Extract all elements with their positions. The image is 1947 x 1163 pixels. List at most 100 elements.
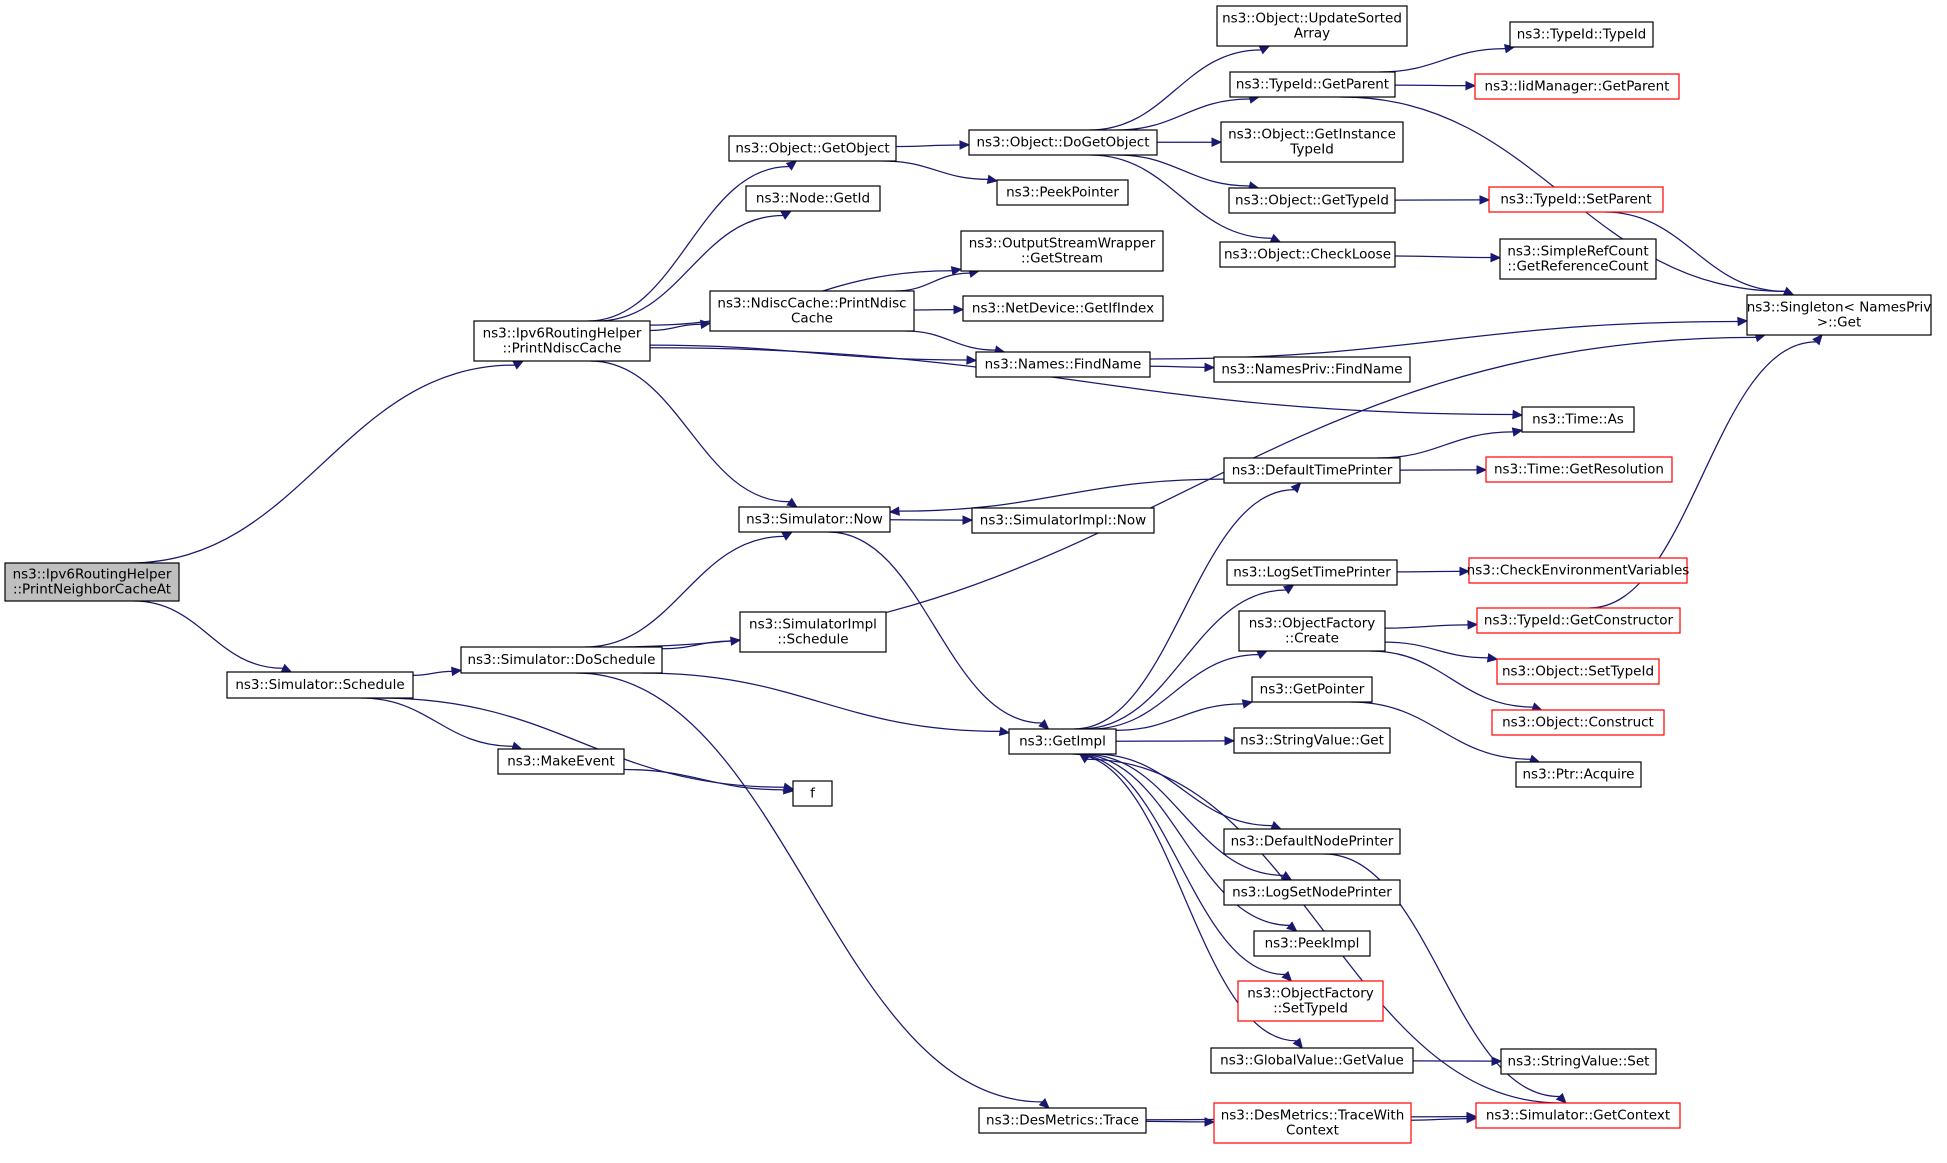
node-printNdisc[interactable]: ns3::Ipv6RoutingHelper::PrintNdiscCache	[473, 320, 651, 362]
node-simImplSchedule[interactable]: ns3::SimulatorImpl::Schedule	[739, 611, 887, 653]
node-defNodePrinter[interactable]: ns3::DefaultNodePrinter	[1223, 828, 1401, 855]
node-timeAs[interactable]: ns3::Time::As	[1521, 406, 1635, 433]
node-label: ns3::Node::GetId	[756, 191, 870, 207]
node-makeEvent[interactable]: ns3::MakeEvent	[497, 748, 625, 775]
edge-simNow-to-simImplNow	[889, 515, 974, 525]
node-box	[728, 135, 897, 162]
edge-line	[883, 160, 989, 181]
node-box	[1475, 1102, 1681, 1129]
node-box	[1223, 457, 1401, 484]
node-label: ns3::StringValue::Get	[1240, 733, 1384, 749]
node-f[interactable]: f	[792, 780, 833, 807]
node-singletonGet[interactable]: ns3::Singleton< NamesPriv >::Get	[1746, 294, 1932, 336]
node-namesPrivFind[interactable]: ns3::NamesPriv::FindName	[1213, 356, 1411, 383]
node-label: ::SetTypeId	[1273, 1001, 1348, 1017]
node-typeIdTypeId[interactable]: ns3::TypeId::TypeId	[1509, 21, 1654, 48]
edge-objFactoryCreate-to-objSetTypeId	[1384, 641, 1499, 663]
node-objSetTypeId[interactable]: ns3::Object::SetTypeId	[1496, 658, 1660, 685]
node-ndiscPrint[interactable]: ns3::NdiscCache::PrintNdiscCache	[709, 290, 915, 332]
node-label: >::Get	[1817, 315, 1861, 331]
arrowhead-icon	[1280, 871, 1293, 881]
arrowhead-icon	[1038, 719, 1050, 730]
node-simImplNow[interactable]: ns3::SimulatorImpl::Now	[971, 507, 1155, 534]
node-objConstruct[interactable]: ns3::Object::Construct	[1491, 709, 1665, 736]
node-doGetObject[interactable]: ns3::Object::DoGetObject	[968, 129, 1158, 156]
edge-line	[588, 165, 790, 322]
edge-typeIdGetParent-to-typeIdTypeId	[1379, 44, 1516, 73]
arrowhead-icon	[986, 174, 999, 185]
edge-objFactoryCreate-to-typeIdGetCtor	[1384, 620, 1479, 630]
node-typeIdSetParent[interactable]: ns3::TypeId::SetParent	[1488, 186, 1664, 213]
node-peekPointer[interactable]: ns3::PeekPointer	[996, 179, 1129, 206]
edge-doSchedule-to-singletonGet	[609, 332, 1767, 648]
node-defTimePrinter[interactable]: ns3::DefaultTimePrinter	[1223, 457, 1401, 484]
node-simGetContext[interactable]: ns3::Simulator::GetContext	[1475, 1102, 1681, 1129]
node-iidGetParent[interactable]: ns3::IidManager::GetParent	[1474, 73, 1680, 100]
edge-printNdisc-to-ndiscPrint	[649, 319, 712, 332]
arrowhead-icon	[1078, 753, 1091, 764]
node-globalValueGetValue[interactable]: ns3::GlobalValue::GetValue	[1210, 1047, 1414, 1074]
node-getRefCount[interactable]: ns3::SimpleRefCount::GetReferenceCount	[1499, 238, 1657, 280]
edge-objGetTypeId-to-typeIdSetParent	[1394, 195, 1491, 205]
arrowhead-icon	[1224, 736, 1236, 746]
node-box	[1223, 828, 1401, 855]
node-ptrAcquire[interactable]: ns3::Ptr::Acquire	[1515, 761, 1642, 788]
node-label: ns3::Simulator::Now	[746, 512, 883, 528]
node-label: ns3::Object::CheckLoose	[1224, 247, 1391, 263]
arrowhead-icon	[780, 210, 793, 220]
node-logSetTimePrinter[interactable]: ns3::LogSetTimePrinter	[1226, 559, 1398, 586]
node-getObject[interactable]: ns3::Object::GetObject	[728, 135, 897, 162]
node-box	[1008, 728, 1117, 755]
node-typeIdGetParent[interactable]: ns3::TypeId::GetParent	[1229, 71, 1396, 98]
node-getImpl[interactable]: ns3::GetImpl	[1008, 728, 1117, 755]
node-box	[792, 780, 833, 807]
arrowhead-icon	[1038, 1098, 1050, 1109]
arrowhead-icon	[1211, 137, 1223, 147]
node-stringValueGet[interactable]: ns3::StringValue::Get	[1233, 727, 1391, 754]
node-netDevIfIndex[interactable]: ns3::NetDevice::GetIfIndex	[962, 295, 1164, 322]
node-objGetTypeId[interactable]: ns3::Object::GetTypeId	[1228, 187, 1396, 214]
node-box	[1228, 187, 1396, 214]
node-label: ns3::NdiscCache::PrintNdisc	[717, 296, 906, 312]
node-logSetNodePrinter[interactable]: ns3::LogSetNodePrinter	[1223, 879, 1401, 906]
node-box	[1476, 607, 1681, 634]
node-box	[996, 179, 1129, 206]
node-nodeGetId[interactable]: ns3::Node::GetId	[745, 185, 881, 212]
arrowhead-icon	[1281, 970, 1293, 982]
node-peekImpl[interactable]: ns3::PeekImpl	[1253, 930, 1371, 957]
edge-ndiscPrint-to-netDevIfIndex	[913, 304, 965, 315]
node-objFactoryCreate[interactable]: ns3::ObjectFactory::Create	[1238, 610, 1386, 652]
node-desTrace[interactable]: ns3::DesMetrics::Trace	[978, 1107, 1147, 1134]
edge-line	[1351, 701, 1531, 760]
node-typeIdGetCtor[interactable]: ns3::TypeId::GetConstructor	[1476, 607, 1681, 634]
edge-defTimePrinter-to-timeGetRes	[1399, 465, 1488, 475]
node-osGetStream[interactable]: ns3::OutputStreamWrapper::GetStream	[960, 230, 1164, 272]
arrowhead-icon	[1555, 1092, 1567, 1104]
node-stringValueSet[interactable]: ns3::StringValue::Set	[1500, 1048, 1657, 1075]
arrowhead-icon	[1283, 584, 1295, 595]
node-doSchedule[interactable]: ns3::Simulator::DoSchedule	[460, 646, 663, 674]
edge-line	[1074, 488, 1295, 730]
node-schedule[interactable]: ns3::Simulator::Schedule	[226, 671, 414, 699]
edge-line	[661, 640, 732, 650]
node-objFactorySetTypeId[interactable]: ns3::ObjectFactory::SetTypeId	[1237, 980, 1384, 1022]
edge-line	[575, 672, 1043, 1103]
edge-line	[1410, 1118, 1468, 1121]
arrowhead-icon	[1269, 233, 1282, 243]
node-namesFind[interactable]: ns3::Names::FindName	[975, 351, 1151, 378]
edge-line	[1074, 753, 1286, 976]
edge-getImpl-to-stringValueGet	[1115, 736, 1236, 746]
node-getPointer[interactable]: ns3::GetPointer	[1251, 676, 1373, 703]
edge-line	[1149, 365, 1206, 368]
node-simNow[interactable]: ns3::Simulator::Now	[738, 506, 891, 533]
arrowhead-icon	[1782, 286, 1795, 296]
node-checkLoose[interactable]: ns3::Object::CheckLoose	[1219, 241, 1396, 268]
node-timeGetRes[interactable]: ns3::Time::GetResolution	[1485, 456, 1673, 483]
arrowhead-icon	[953, 304, 965, 315]
arrowhead-icon	[1466, 1113, 1478, 1124]
node-checkEnvVars[interactable]: ns3::CheckEnvironmentVariables	[1467, 557, 1690, 584]
